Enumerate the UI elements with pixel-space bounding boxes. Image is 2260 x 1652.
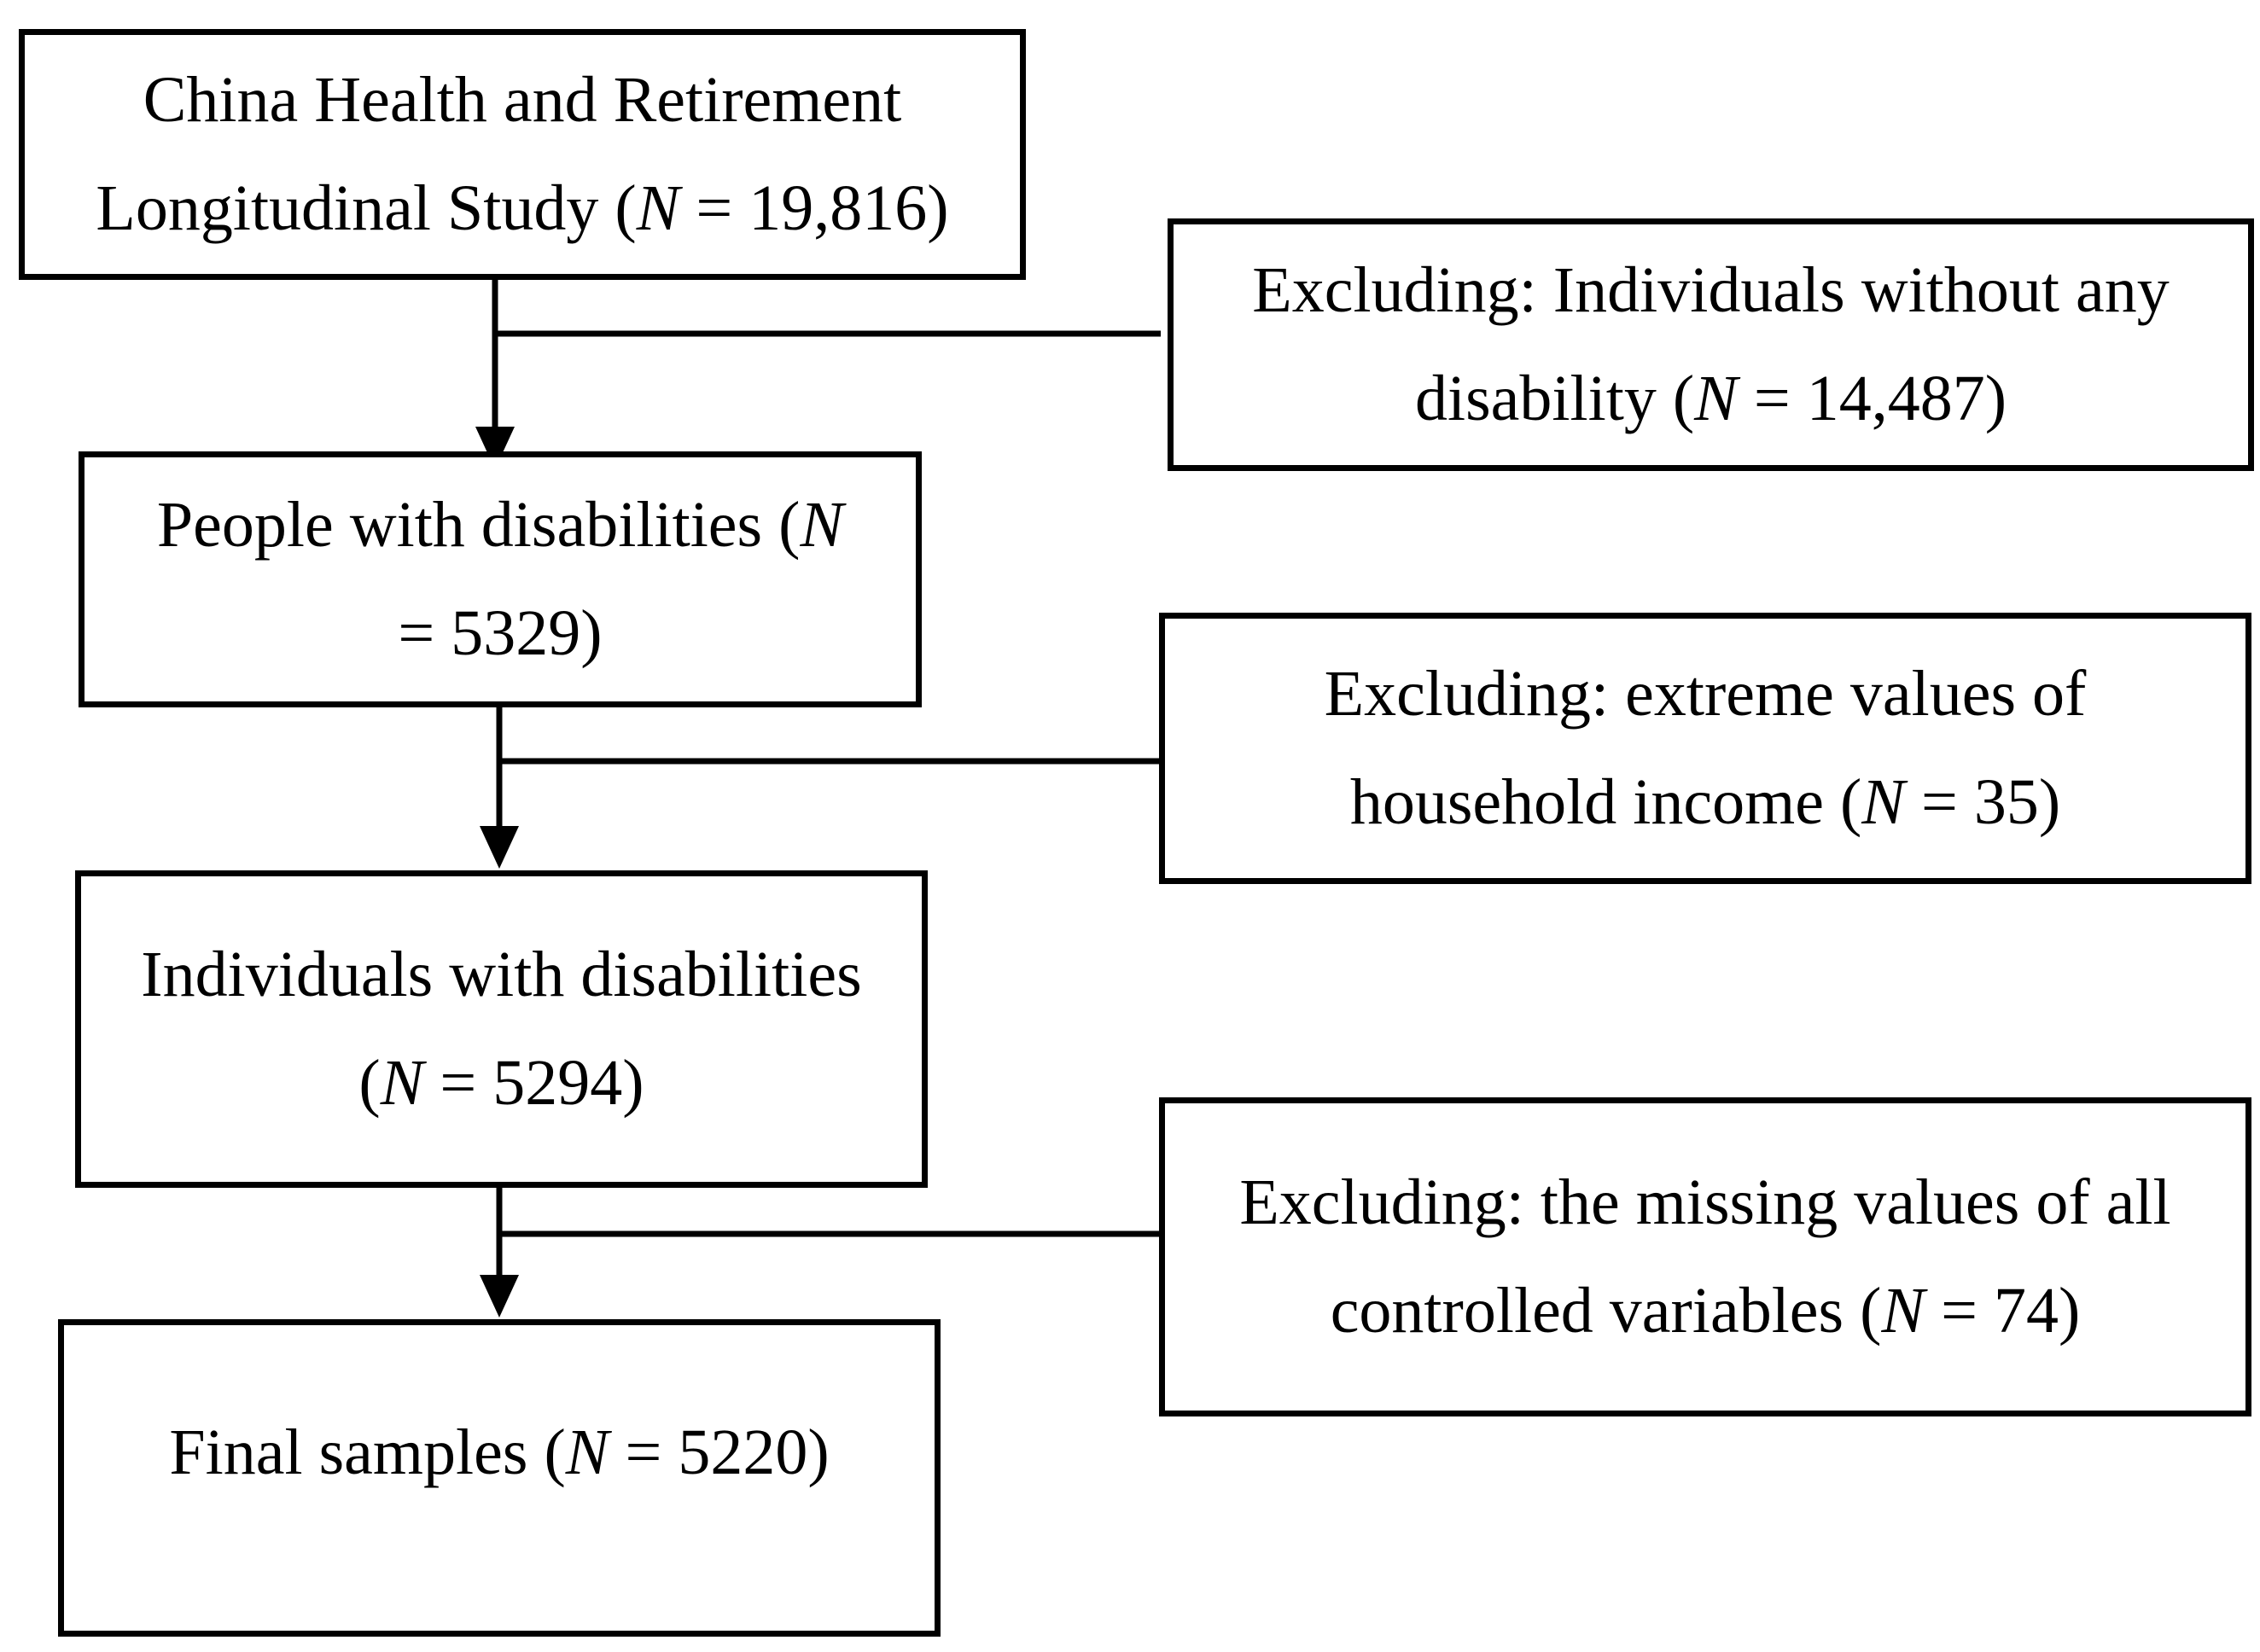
text-run: Excluding: Individuals without any <box>1252 254 2170 326</box>
italic-n-symbol: N <box>380 1047 424 1119</box>
arrow-head-2 <box>480 826 519 869</box>
italic-n-symbol: N <box>636 172 680 244</box>
people-with-disabilities-box: People with disabilities (N = 5329) <box>79 451 922 707</box>
box-text-line: Final samples (N = 5220) <box>169 1399 829 1507</box>
text-run: = 5220) <box>609 1416 830 1488</box>
box-text-line: Longitudinal Study (N = 19,816) <box>96 154 948 263</box>
text-run: = 19,816) <box>679 172 949 244</box>
exclusion-box-missing-values: Excluding: the missing values of all cont… <box>1159 1097 2251 1416</box>
box-text-line: = 5329) <box>398 579 602 688</box>
text-run: China Health and Retirement <box>143 64 902 136</box>
box-text-line: People with disabilities (N <box>157 471 843 579</box>
italic-n-symbol: N <box>1861 766 1905 838</box>
text-run: = 5294) <box>423 1047 644 1119</box>
arrow-head-1 <box>475 427 515 469</box>
text-run: controlled variables ( <box>1330 1275 1882 1347</box>
box-text-line: Individuals with disabilities <box>141 921 861 1029</box>
text-run: Individuals with disabilities <box>141 939 862 1010</box>
box-text-line: Excluding: extreme values of <box>1325 640 2087 748</box>
individuals-with-disabilities-box: Individuals with disabilities (N = 5294) <box>75 870 928 1188</box>
text-run: = 5329) <box>398 597 603 669</box>
box-text-line: China Health and Retirement <box>143 46 902 154</box>
italic-n-symbol: N <box>1694 363 1738 434</box>
exclusion-box-extreme-income: Excluding: extreme values of household in… <box>1159 613 2251 884</box>
text-run: ( <box>358 1047 381 1119</box>
box-text-line: household income (N = 35) <box>1350 748 2060 857</box>
box-text-line: Excluding: Individuals without any <box>1252 236 2169 345</box>
box-text-line: Excluding: the missing values of all <box>1239 1149 2170 1257</box>
text-run: = 35) <box>1904 766 2061 838</box>
text-run: household income ( <box>1349 766 1862 838</box>
text-run: Longitudinal Study ( <box>96 172 637 244</box>
arrow-head-3 <box>480 1275 519 1318</box>
italic-n-symbol: N <box>1881 1275 1925 1347</box>
text-run: Excluding: the missing values of all <box>1239 1166 2171 1238</box>
text-run: = 14,487) <box>1737 363 2007 434</box>
text-run: disability ( <box>1414 363 1695 434</box>
exclusion-box-no-disability: Excluding: Individuals without any disabi… <box>1168 218 2254 471</box>
box-text-line: disability (N = 14,487) <box>1415 345 2007 453</box>
box-text-line: (N = 5294) <box>358 1029 644 1137</box>
text-run: Excluding: extreme values of <box>1324 658 2087 730</box>
italic-n-symbol: N <box>565 1416 609 1488</box>
text-run: People with disabilities ( <box>156 489 801 561</box>
box-text-line: controlled variables (N = 74) <box>1331 1257 2081 1365</box>
italic-n-symbol: N <box>800 489 844 561</box>
text-run: = 74) <box>1925 1275 2081 1347</box>
final-samples-box: Final samples (N = 5220) <box>58 1319 941 1637</box>
text-run: Final samples ( <box>169 1416 566 1488</box>
